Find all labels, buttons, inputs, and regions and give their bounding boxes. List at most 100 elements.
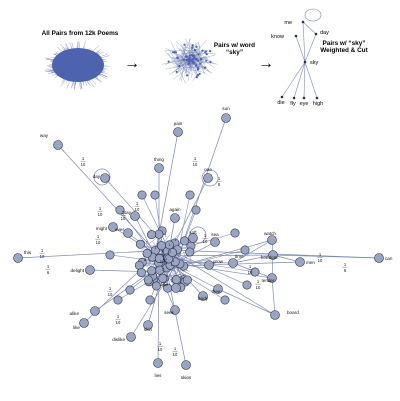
mini-word-eye: eye (300, 101, 309, 107)
main-graph-nodes (13, 113, 384, 370)
core-node (147, 230, 157, 240)
word-label-one: one (204, 167, 212, 172)
hairball-node (191, 44, 194, 47)
node-day (100, 173, 110, 183)
word-label-delight: delight (70, 268, 84, 273)
hairball-core (52, 48, 104, 82)
edge-way (57, 144, 166, 263)
core-weight-label: 1 (167, 282, 169, 286)
arrow-right-icon: → (258, 55, 274, 72)
edge-weight-denominator: 10 (121, 216, 126, 221)
edge-weight-numerator: 1 (136, 201, 139, 206)
core-weight-label: 1 (160, 260, 162, 264)
core-weight-label: 1 (162, 283, 164, 287)
mini-edge (302, 21, 306, 63)
hairball-node (178, 64, 181, 67)
node-one (203, 173, 213, 183)
core-weight-label: 1 (163, 257, 165, 261)
word-label-say: say (124, 210, 132, 215)
word-label-pain: pain (174, 121, 183, 126)
edge-freedom-can (272, 254, 380, 259)
core-weight-label: 1 (154, 246, 156, 250)
edge-weight-numerator: 1 (344, 262, 347, 267)
core-node (168, 248, 178, 258)
node-board (270, 310, 280, 320)
hairball-edge (172, 50, 202, 73)
edge (174, 194, 191, 267)
hairball-node (183, 43, 186, 46)
hairball-edge (173, 56, 190, 75)
node (220, 295, 230, 305)
all-pairs-hairball (44, 40, 110, 91)
core-node (171, 275, 181, 285)
hairball-node (209, 50, 212, 53)
edge-thee-board (217, 288, 276, 316)
hairball-edge (192, 44, 202, 61)
hairball-node (188, 54, 191, 57)
node (185, 190, 195, 200)
arrow-right-icon: → (124, 55, 140, 72)
core-weight-label: 1 (165, 257, 167, 261)
hairball-node (201, 49, 204, 52)
edge-weight-denominator: 10 (135, 207, 140, 212)
node-can (374, 253, 384, 263)
node (242, 280, 252, 290)
mini-edge (293, 61, 306, 99)
mini-word-me: me (284, 20, 292, 26)
hairball-edge (192, 74, 198, 82)
node-dew (171, 283, 181, 293)
node-say (130, 211, 140, 221)
hairball-edge (178, 48, 207, 69)
edge-weight-numerator: 1 (204, 233, 207, 238)
hairball-edge (183, 49, 200, 56)
node-dislike (126, 332, 136, 342)
hairball-edge (191, 65, 194, 68)
word-label-thee: thee (212, 289, 221, 294)
edge-weight-numerator: 1 (109, 286, 112, 291)
word-label-dew: dew (160, 282, 169, 287)
word-label-soft: soft (189, 230, 197, 235)
word-label-watch: watch (264, 231, 276, 236)
node-skin (143, 320, 153, 330)
node-thing (154, 163, 164, 173)
mini-node (301, 20, 305, 24)
hairball-node (192, 61, 195, 64)
edge-weight-denominator: 10 (40, 254, 45, 259)
word-label-board: board (287, 310, 299, 315)
hairball-node (194, 57, 197, 61)
core-weight-label: 1 (171, 263, 173, 267)
core-weight-label: 1 (162, 254, 164, 258)
edge-weight-numerator: 1 (41, 248, 44, 253)
hairball-node (193, 48, 197, 52)
node (115, 205, 125, 215)
hairball-node (203, 66, 207, 69)
node-sun (221, 113, 231, 123)
node (191, 205, 201, 215)
sky-pairs-hairball (162, 37, 218, 84)
main-graph-labels: waypainsundaythingonesaymightagainseaeve… (24, 106, 393, 380)
hairball-edge (164, 50, 174, 62)
hairball-node (188, 59, 191, 63)
hairball-node (173, 51, 176, 54)
core-node (151, 281, 161, 291)
edge (141, 194, 170, 251)
hairball-node (196, 66, 199, 70)
node-tender (267, 273, 277, 283)
node (150, 190, 160, 200)
hairball-edge (188, 69, 205, 73)
node-this (13, 253, 23, 263)
hairball-node (200, 58, 203, 61)
node-watch (267, 235, 277, 245)
hairball-node (185, 58, 188, 62)
node (240, 245, 250, 255)
core-node (185, 247, 195, 257)
node-again (170, 213, 180, 223)
edge-time-freedom (232, 254, 274, 264)
core-weight-label: 1 (181, 276, 183, 280)
core-node (147, 266, 157, 276)
word-label-grow: grow (213, 259, 224, 264)
word-label-like: like (73, 325, 80, 330)
edge-weight-numerator: 1 (194, 156, 197, 161)
core-weight-label: 1 (164, 260, 166, 264)
